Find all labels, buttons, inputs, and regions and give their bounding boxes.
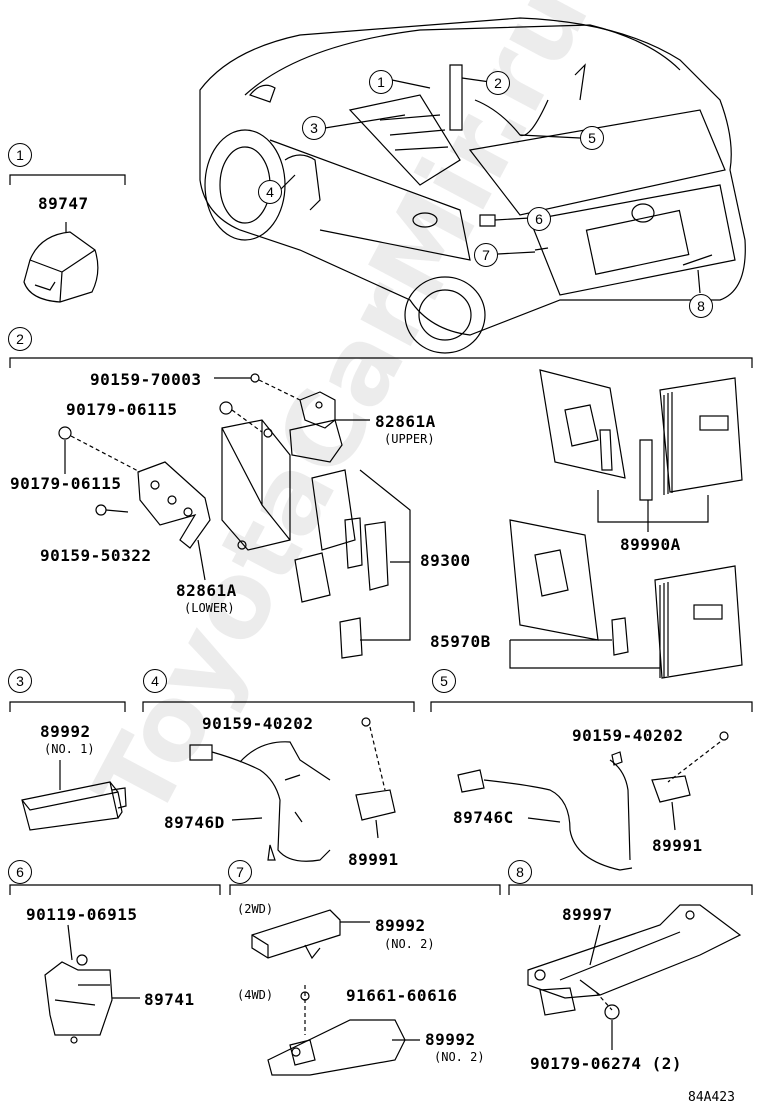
section-2-number: 2 xyxy=(8,327,32,351)
part-90159-50322: 90159-50322 xyxy=(40,546,152,565)
part-89991-s5: 89991 xyxy=(652,836,703,855)
part-89747: 89747 xyxy=(38,194,89,213)
diagram-code: 84A423 xyxy=(688,1090,735,1105)
4wd-label: (4WD) xyxy=(237,988,274,1002)
part-89746C: 89746C xyxy=(453,808,514,827)
callout-4: 4 xyxy=(258,180,282,204)
part-90159-70003: 90159-70003 xyxy=(90,370,202,389)
part-89990A: 89990A xyxy=(620,535,681,554)
part-89746D: 89746D xyxy=(164,813,225,832)
section-4-drawing xyxy=(189,717,396,862)
section-7-number: 7 xyxy=(228,860,252,884)
2wd-label: (2WD) xyxy=(237,902,274,916)
section-5-number: 5 xyxy=(432,669,456,693)
section-3-number: 3 xyxy=(8,669,32,693)
callout-5: 5 xyxy=(580,126,604,150)
part-82861A-lower: 82861A xyxy=(176,581,237,600)
part-90159-40202-s5: 90159-40202 xyxy=(572,726,684,745)
callout-7: 7 xyxy=(474,243,498,267)
no1-label: (NO. 1) xyxy=(44,742,95,756)
part-89300: 89300 xyxy=(420,551,471,570)
upper-label: (UPPER) xyxy=(384,432,435,446)
part-90179-06115-left: 90179-06115 xyxy=(10,474,122,493)
part-89992-no1: 89992 xyxy=(40,722,91,741)
part-90159-40202-s4: 90159-40202 xyxy=(202,714,314,733)
section-8-number: 8 xyxy=(508,860,532,884)
part-89991-s4: 89991 xyxy=(348,850,399,869)
section-6-number: 6 xyxy=(8,860,32,884)
callout-6: 6 xyxy=(527,207,551,231)
callout-1: 1 xyxy=(369,70,393,94)
part-89997: 89997 xyxy=(562,905,613,924)
no2-label-2wd: (NO. 2) xyxy=(384,937,435,951)
part-90179-06274: 90179-06274 (2) xyxy=(530,1054,682,1073)
lower-label: (LOWER) xyxy=(184,601,235,615)
part-89747-drawing xyxy=(23,222,99,303)
part-90179-06115-top: 90179-06115 xyxy=(66,400,178,419)
section-4-number: 4 xyxy=(143,669,167,693)
section-6-drawing xyxy=(44,924,140,1044)
part-85970B: 85970B xyxy=(430,632,491,651)
callout-2: 2 xyxy=(486,71,510,95)
part-89992-no1-drawing xyxy=(21,760,127,831)
section-2-drawing xyxy=(58,369,743,679)
section-5-drawing xyxy=(457,731,729,871)
part-91661-60616: 91661-60616 xyxy=(346,986,458,1005)
section-8-drawing xyxy=(527,904,742,1050)
no2-label-4wd: (NO. 2) xyxy=(434,1050,485,1064)
section-7-drawing xyxy=(251,909,420,1076)
callout-3: 3 xyxy=(302,116,326,140)
part-89992-no2-4wd: 89992 xyxy=(425,1030,476,1049)
section-1-number: 1 xyxy=(8,143,32,167)
part-89992-no2-2wd: 89992 xyxy=(375,916,426,935)
callout-8: 8 xyxy=(689,294,713,318)
part-90119-06915: 90119-06915 xyxy=(26,905,138,924)
part-82861A-upper: 82861A xyxy=(375,412,436,431)
part-89741: 89741 xyxy=(144,990,195,1009)
car-overview xyxy=(199,17,746,354)
